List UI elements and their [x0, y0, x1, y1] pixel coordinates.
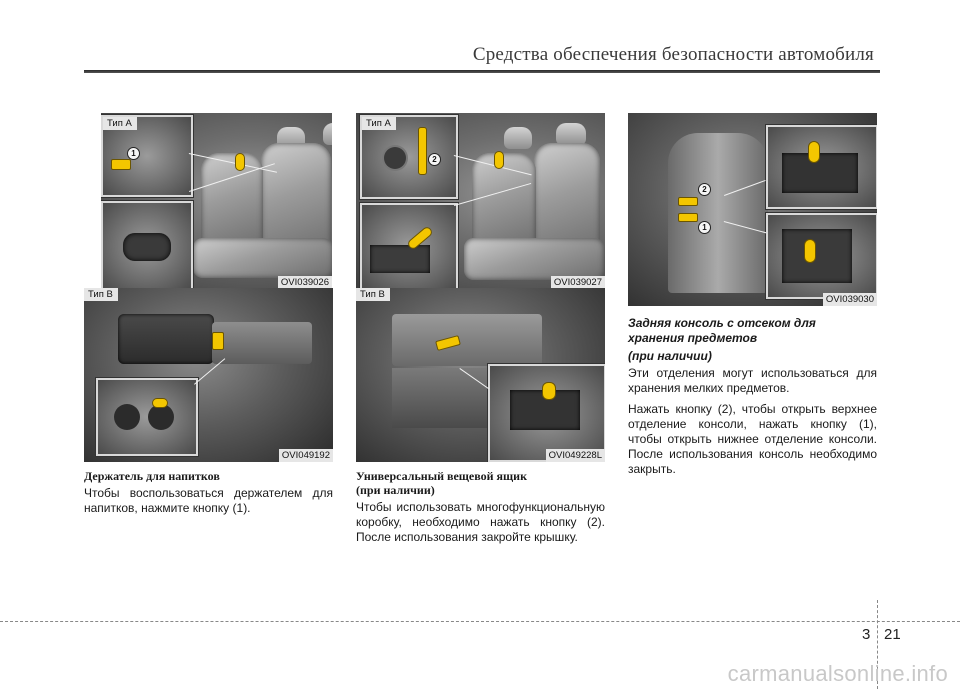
section-title-line: хранения предметов	[628, 331, 758, 345]
figure-code: OVI049228L	[545, 449, 605, 462]
console-lid	[392, 314, 542, 366]
figure-multibox-type-a: Тип A 2 OVI039027	[356, 113, 605, 289]
lower-compartment	[782, 229, 852, 283]
curved-arrow-icon	[542, 382, 556, 400]
callout-number-1: 1	[698, 221, 711, 234]
cup-slot	[114, 404, 140, 430]
section-title-rear-console: Задняя консоль с отсеком для хранения пр…	[628, 316, 877, 364]
seat-headrest	[504, 127, 532, 149]
inset-cupholder-closeup	[96, 378, 198, 456]
inset-multibox-open	[360, 203, 458, 289]
section-body-multibox: Чтобы использовать многофункциональную к…	[356, 500, 605, 544]
inset-multibox-closeup	[488, 364, 605, 462]
section-title-line: (при наличии)	[628, 349, 712, 363]
section-body-rear-console-1: Эти отделения могут использоваться для х…	[628, 366, 877, 395]
figure-rear-console: 2 1 OVI039030	[628, 113, 877, 306]
seat-headrest	[323, 123, 332, 145]
callout-number-2: 2	[698, 183, 711, 196]
header-rule	[84, 70, 880, 73]
figure-multibox-type-b: Тип B OVI049228L	[356, 288, 605, 462]
rear-seat-back	[201, 153, 263, 248]
press-arrow-icon	[212, 332, 224, 350]
footer-divider	[877, 600, 878, 689]
press-arrow-icon	[678, 197, 698, 206]
multibox-compartment	[370, 245, 430, 273]
control-knob	[384, 147, 406, 169]
section-title-cupholder: Держатель для напитков	[84, 469, 220, 483]
figure-code: OVI039027	[550, 276, 605, 289]
inset-armrest-controls: Тип A 2	[360, 115, 458, 199]
rear-seat-cushion	[464, 238, 604, 280]
inset-upper-compartment	[766, 125, 877, 209]
figure-code: OVI039026	[277, 276, 332, 289]
page-header-title: Средства обеспечения безопасности автомо…	[472, 44, 874, 65]
rear-seat-back	[261, 143, 331, 253]
cupholder-tray	[123, 233, 171, 261]
rear-seat-cushion	[193, 238, 332, 278]
inset-armrest-closeup: Тип A 1	[101, 115, 193, 197]
type-label: Тип B	[84, 288, 118, 301]
type-label: Тип A	[362, 117, 396, 130]
page-number: 21	[884, 626, 901, 643]
press-arrow-icon	[678, 213, 698, 222]
curved-arrow-icon	[235, 153, 245, 171]
console-lid	[212, 322, 312, 364]
figure-code: OVI049192	[278, 449, 333, 462]
footer-rule	[0, 621, 960, 622]
section-title-multibox: Универсальный вещевой ящик (при наличии)	[356, 469, 605, 497]
upper-compartment	[782, 153, 858, 193]
figure-code: OVI039030	[822, 293, 877, 306]
seat-headrest	[556, 123, 586, 145]
watermark: carmanualsonline.info	[727, 661, 948, 686]
section-title-line: Универсальный вещевой ящик	[356, 469, 528, 483]
chapter-number: 3	[862, 626, 871, 643]
callout-number-2: 2	[428, 153, 441, 166]
section-body-cupholder: Чтобы воспользоваться держателем для нап…	[84, 486, 333, 515]
type-label: Тип B	[356, 288, 390, 301]
figure-cupholder-type-a: Тип A 1 OVI039026	[101, 113, 332, 289]
inset-lower-compartment	[766, 213, 877, 299]
curved-arrow-icon	[152, 398, 168, 408]
inset-cupholder-open	[101, 201, 193, 289]
rear-seat-back	[534, 143, 600, 253]
section-title-line: Задняя консоль с отсеком для	[628, 316, 816, 330]
callout-number-1: 1	[127, 147, 140, 160]
press-arrow-icon	[418, 127, 427, 175]
section-body-rear-console-2: Нажать кнопку (2), чтобы открыть верхнее…	[628, 402, 877, 476]
press-arrow-icon	[111, 159, 131, 170]
curved-arrow-icon	[494, 151, 504, 169]
console-control-panel	[118, 314, 214, 364]
type-label: Тип A	[103, 117, 137, 130]
curved-arrow-icon	[808, 141, 820, 163]
figure-cupholder-type-b: Тип B OVI049192	[84, 288, 333, 462]
section-title-line: (при наличии)	[356, 483, 435, 497]
rear-seat-back	[472, 153, 536, 248]
cup-slot	[148, 404, 174, 430]
curved-arrow-icon	[804, 239, 816, 263]
